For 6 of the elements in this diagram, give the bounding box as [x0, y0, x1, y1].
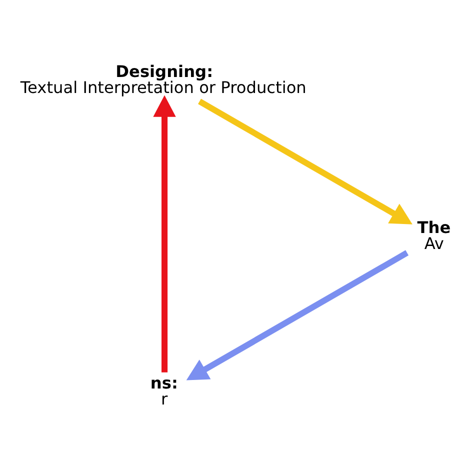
arrow [198, 98, 412, 224]
node-text: The Av [417, 218, 451, 253]
node-text: ns: r [150, 374, 178, 409]
node-text: Designing: Textual Interpretation or Production [20, 62, 306, 98]
arrow [186, 250, 409, 380]
arrow [153, 95, 176, 372]
